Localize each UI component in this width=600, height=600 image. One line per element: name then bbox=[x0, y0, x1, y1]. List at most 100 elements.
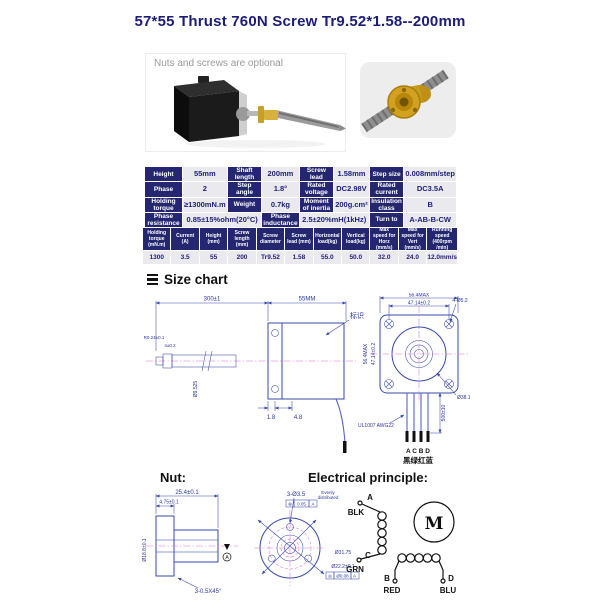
concentricity-tolerance-frame: ◎ Ø0.08 A bbox=[325, 571, 360, 580]
spec-header: Insulation class bbox=[369, 197, 404, 212]
load-header: Max speed for Horz (mm/s) bbox=[370, 227, 398, 251]
spec-header: Height bbox=[145, 167, 182, 182]
nut-front-view: 3-Ø3.5 Evenly distributed ⊕ 0.05 A Ø31.7… bbox=[254, 490, 360, 586]
load-value: 12.0mm/s bbox=[427, 251, 457, 264]
svg-text:A C B D: A C B D bbox=[406, 448, 430, 455]
svg-text:BLK: BLK bbox=[348, 508, 365, 517]
nut-section-view: 25.4±0.1 4.75±0.1 Ø18.8±0.1 3-0.5X45° A bbox=[142, 490, 238, 595]
load-value: 3.5 bbox=[171, 251, 199, 264]
svg-text:25.4±0.1: 25.4±0.1 bbox=[175, 490, 199, 496]
svg-text:distributed: distributed bbox=[318, 495, 339, 500]
spec-header: Step size bbox=[369, 167, 404, 182]
spec-header: Phase inductance bbox=[262, 212, 299, 228]
svg-text:56.4MAX: 56.4MAX bbox=[409, 293, 430, 299]
load-header: Screw diameter bbox=[256, 228, 285, 250]
motor-wires bbox=[406, 393, 429, 431]
svg-text:RED: RED bbox=[384, 586, 401, 595]
svg-text:A: A bbox=[353, 573, 356, 578]
spec-value: ≥1300mN.m bbox=[182, 197, 227, 212]
load-value: 55 bbox=[199, 251, 228, 264]
svg-text:C: C bbox=[365, 551, 371, 560]
load-value: Tr9.52 bbox=[256, 251, 285, 264]
load-header: Horizontal load(kg) bbox=[313, 228, 342, 250]
nut-heading: Nut: bbox=[160, 470, 186, 485]
load-value: 55.0 bbox=[313, 251, 342, 264]
svg-text:Ø22.2±0.1: Ø22.2±0.1 bbox=[331, 564, 355, 570]
svg-text:1.8: 1.8 bbox=[267, 415, 276, 421]
svg-text:A: A bbox=[225, 555, 229, 561]
brass-nut-photo bbox=[361, 69, 449, 133]
svg-text:4.75±0.1: 4.75±0.1 bbox=[159, 500, 179, 506]
product-photo-nut bbox=[360, 62, 456, 138]
svg-text:B: B bbox=[384, 574, 390, 583]
size-chart-heading: Size chart bbox=[147, 272, 228, 287]
svg-text:Evenly: Evenly bbox=[321, 490, 335, 495]
svg-text:Ø0.08: Ø0.08 bbox=[336, 573, 349, 578]
svg-text:M: M bbox=[425, 514, 444, 534]
spec-value: 1.8° bbox=[262, 182, 299, 197]
svg-text:BLU: BLU bbox=[440, 586, 457, 595]
load-header: Holding torque (mN.m) bbox=[143, 228, 171, 250]
spec-value: DC2.98V bbox=[334, 182, 369, 197]
load-value: 1.58 bbox=[285, 251, 313, 264]
spec-value: 200g.cm² bbox=[334, 197, 369, 212]
phase-bd-coil: B RED D BLU bbox=[384, 553, 457, 595]
electrical-heading: Electrical principle: bbox=[308, 470, 428, 485]
svg-text:黑绿红蓝: 黑绿红蓝 bbox=[403, 455, 433, 465]
svg-text:Ø18.8±0.1: Ø18.8±0.1 bbox=[142, 538, 148, 562]
product-photo-main: Nuts and screws are optional bbox=[145, 53, 346, 152]
load-header: Height (mm) bbox=[199, 228, 228, 250]
spec-header: Shaft length bbox=[227, 167, 262, 182]
spec-header: Screw lead bbox=[299, 167, 334, 182]
list-icon bbox=[147, 273, 158, 286]
svg-text:0.05: 0.05 bbox=[297, 501, 306, 506]
load-header: Running speed (400rpm /min) bbox=[427, 227, 457, 251]
svg-text:300±1: 300±1 bbox=[204, 297, 221, 303]
spec-value: 0.7kg bbox=[262, 197, 299, 212]
svg-text:4±0.2: 4±0.2 bbox=[164, 343, 176, 348]
spec-value: 55mm bbox=[182, 167, 227, 182]
svg-text:◎: ◎ bbox=[328, 573, 333, 578]
spec-header: Weight bbox=[227, 197, 262, 212]
svg-text:A: A bbox=[367, 493, 373, 502]
svg-text:47.14±0.2: 47.14±0.2 bbox=[408, 301, 430, 307]
svg-text:D: D bbox=[448, 574, 454, 583]
svg-text:Ø38.1±0.05: Ø38.1±0.05 bbox=[457, 395, 470, 401]
nut-drawing: 25.4±0.1 4.75±0.1 Ø18.8±0.1 3-0.5X45° A bbox=[142, 490, 360, 595]
spec-value: A-AB-B-CW bbox=[404, 212, 456, 228]
svg-text:GRN: GRN bbox=[346, 565, 364, 574]
svg-text:3-0.5X45°: 3-0.5X45° bbox=[195, 589, 222, 595]
spec-header: Rated voltage bbox=[299, 182, 334, 197]
load-value: 1300 bbox=[143, 251, 171, 264]
svg-text:4.8: 4.8 bbox=[294, 415, 303, 421]
svg-text:55MM: 55MM bbox=[299, 297, 316, 303]
svg-text:标识: 标识 bbox=[350, 311, 364, 320]
svg-text:3-Ø3.5: 3-Ø3.5 bbox=[287, 492, 306, 498]
load-value: 24.0 bbox=[398, 251, 427, 264]
spec-value: B bbox=[404, 197, 456, 212]
load-value: 32.0 bbox=[370, 251, 398, 264]
load-header: Screw lead (mm) bbox=[285, 228, 313, 250]
load-value: 200 bbox=[228, 251, 256, 264]
spec-table: Height 55mm Shaft length 200mm Screw lea… bbox=[145, 167, 456, 228]
spec-value: 2 bbox=[182, 182, 227, 197]
svg-text:Ø9.525: Ø9.525 bbox=[193, 381, 199, 398]
spec-header: Step angle bbox=[227, 182, 262, 197]
page-title: 57*55 Thrust 760N Screw Tr9.52*1.58--200… bbox=[134, 13, 466, 30]
motor-side-view: 300±1 55MM R0.24±0.1 4±0.2 Ø9.525 1.8 4.… bbox=[144, 297, 364, 453]
photo-caption: Nuts and screws are optional bbox=[154, 58, 283, 69]
spec-value: DC3.5A bbox=[404, 182, 456, 197]
spec-header: Rated current bbox=[369, 182, 404, 197]
spec-header: Holding torque bbox=[145, 197, 182, 212]
spec-header: Turn to bbox=[369, 212, 404, 228]
svg-text:A: A bbox=[311, 501, 314, 506]
svg-text:UL1007 AWG22: UL1007 AWG22 bbox=[358, 423, 394, 429]
spec-header: Moment of inertia bbox=[299, 197, 334, 212]
svg-text:56.4MAX: 56.4MAX bbox=[363, 343, 369, 364]
svg-text:⊕: ⊕ bbox=[288, 501, 292, 506]
spec-value: 1.58mm bbox=[334, 167, 369, 182]
load-header: Current (A) bbox=[171, 228, 199, 250]
motor-front-view: 56.4MAX 47.14±0.2 56.4MAX 47.14±0.2 4-Ø5… bbox=[358, 293, 470, 465]
spec-value: 200mm bbox=[262, 167, 299, 182]
